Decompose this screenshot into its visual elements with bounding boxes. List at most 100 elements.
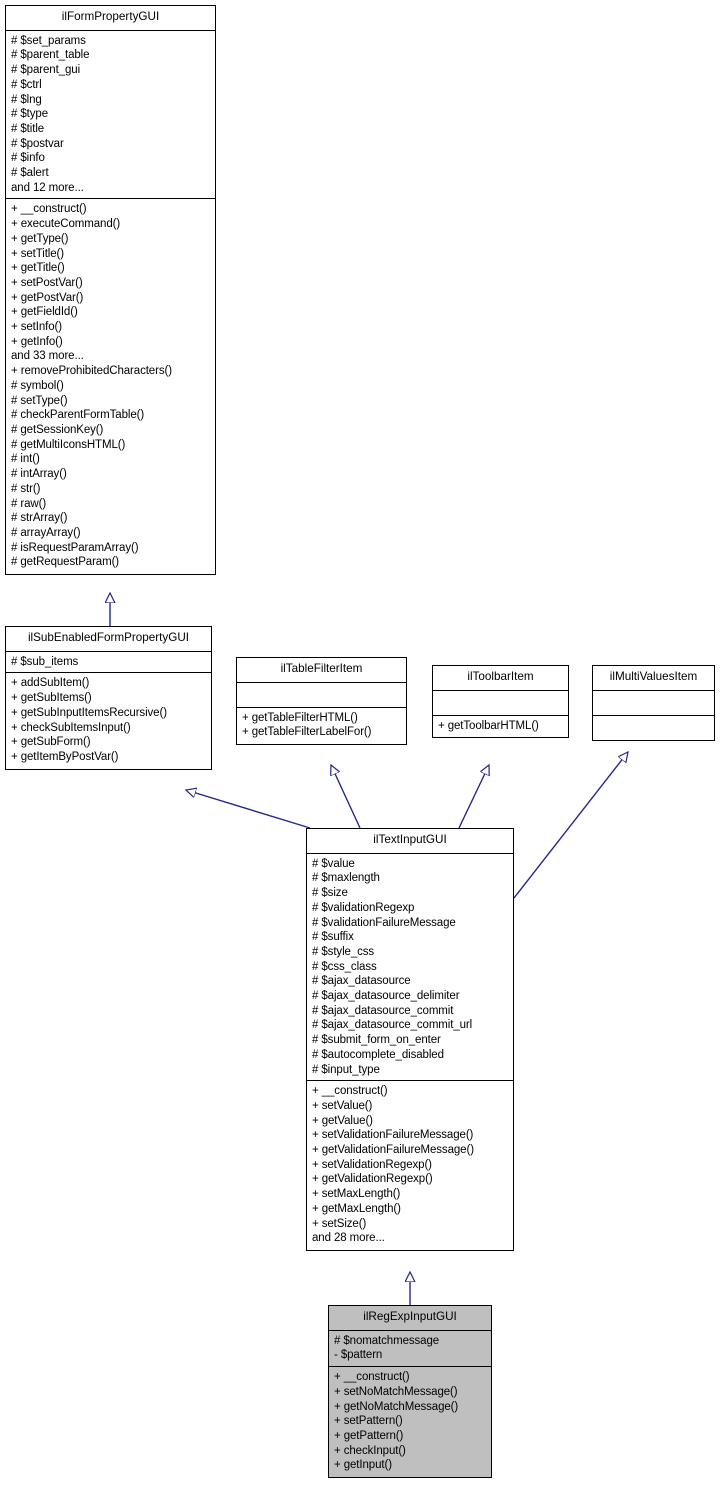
class-member: + getMaxLength(): [312, 1202, 401, 1215]
class-member: + getItemByPostVar(): [11, 750, 119, 763]
class-member: # $nomatchmessage: [334, 1334, 440, 1347]
class-name-ilFormPropertyGUI: ilFormPropertyGUI: [6, 6, 215, 31]
class-operations-ilTextInputGUI: + __construct()+ setValue() + getValue() +…: [307, 1081, 513, 1250]
class-member: # getRequestParam(): [11, 556, 120, 569]
class-member: and 12 more...: [11, 181, 84, 194]
class-member: # $lng: [11, 93, 42, 106]
class-member: + setTitle(): [11, 247, 65, 260]
class-box-ilRegExpInputGUI[interactable]: ilRegExpInputGUI # $nomatchmessage - $pat…: [328, 1305, 492, 1479]
class-member: + removeProhibitedCharacters(): [11, 365, 172, 378]
class-member: - $pattern: [334, 1349, 383, 1362]
class-member: # arrayArray(): [11, 526, 81, 539]
class-name-ilTableFilterItem: ilTableFilterItem: [237, 658, 406, 683]
relation-ilTextInputGUI-to-ilTableFilterItem: [331, 765, 361, 829]
class-member: # getMultiIconsHTML(): [11, 438, 126, 451]
class-member: + getValidationFailureMessage(): [312, 1144, 474, 1157]
class-box-ilTableFilterItem[interactable]: ilTableFilterItem + getTableFilterHTML()…: [236, 657, 407, 746]
class-member: # getSessionKey(): [11, 423, 104, 436]
class-member: # symbol(): [11, 379, 64, 392]
class-attributes-ilToolbarItem: [433, 691, 568, 716]
class-attributes-ilRegExpInputGUI: # $nomatchmessage - $pattern: [329, 1331, 491, 1368]
class-member: + getTableFilterHTML(): [242, 711, 358, 724]
class-member: # setType(): [11, 394, 68, 407]
class-member: + setNoMatchMessage(): [334, 1385, 458, 1398]
class-attributes-ilTextInputGUI: # $value# $maxlength# $size# $validation…: [307, 854, 513, 1082]
class-member: + getTableFilterLabelFor(): [242, 726, 372, 739]
class-box-ilToolbarItem[interactable]: ilToolbarItem + getToolbarHTML(): [432, 665, 569, 739]
class-member: and 33 more...: [11, 350, 84, 363]
class-member: # $parent_table: [11, 49, 90, 62]
class-box-ilMultiValuesItem[interactable]: ilMultiValuesItem: [592, 665, 715, 741]
class-member: + getInfo(): [11, 335, 63, 348]
class-member: # $sub_items: [11, 655, 79, 668]
class-member: # $autocomplete_disabled: [312, 1048, 444, 1061]
class-member: + getSubItems(): [11, 692, 92, 705]
class-name-ilSubEnabledFormPropertyGUI: ilSubEnabledFormPropertyGUI: [6, 627, 211, 652]
class-member: # $info: [11, 152, 45, 165]
class-member: + setSize(): [312, 1217, 367, 1230]
class-member: + __construct(): [312, 1085, 388, 1098]
class-member: # strArray(): [11, 512, 68, 525]
class-member: # $ajax_datasource: [312, 975, 411, 988]
class-member: + getPattern(): [334, 1429, 404, 1442]
class-member: # $ajax_datasource_delimiter: [312, 990, 460, 1003]
class-member: # $parent_gui: [11, 64, 81, 77]
class-box-ilTextInputGUI[interactable]: ilTextInputGUI # $value # $maxlength # $si…: [306, 828, 514, 1251]
class-member: # $postvar: [11, 137, 64, 150]
class-member: + getInput(): [334, 1459, 392, 1472]
class-member: # $title: [11, 122, 45, 135]
class-member: + setValidationRegexp(): [312, 1158, 432, 1171]
class-name-ilMultiValuesItem: ilMultiValuesItem: [593, 666, 714, 691]
relation-ilTextInputGUI-to-ilSubEnabledFormPropertyGUI: [186, 790, 311, 829]
class-member: + getToolbarHTML(): [438, 719, 539, 732]
class-member: # $css_class: [312, 960, 377, 973]
class-member: + __construct(): [11, 203, 87, 216]
class-operations-ilTableFilterItem: + getTableFilterHTML() + getTableFilterLa…: [237, 708, 406, 744]
class-member: + checkInput(): [334, 1444, 406, 1457]
class-box-ilSubEnabledFormPropertyGUI[interactable]: ilSubEnabledFormPropertyGUI # $sub_items…: [5, 626, 212, 770]
class-member: # $suffix: [312, 931, 354, 944]
class-member: # $ajax_datasource_commit: [312, 1004, 454, 1017]
class-member: # $set_params: [11, 34, 86, 47]
relation-ilTextInputGUI-to-ilToolbarItem: [458, 765, 489, 829]
class-member: + getSubForm(): [11, 736, 91, 749]
class-member: # $maxlength: [312, 872, 380, 885]
class-member: # $alert: [11, 167, 49, 180]
class-member: and 28 more...: [312, 1232, 385, 1245]
class-member: # str(): [11, 482, 41, 495]
class-member: # $validationFailureMessage: [312, 916, 456, 929]
class-member: + checkSubItemsInput(): [11, 721, 131, 734]
class-member: + getPostVar(): [11, 291, 84, 304]
class-member: # isRequestParamArray(): [11, 541, 139, 554]
class-operations-ilToolbarItem: + getToolbarHTML(): [433, 716, 568, 738]
class-member: + getType(): [11, 232, 69, 245]
class-operations-ilRegExpInputGUI: + __construct()+ setNoMatchMessage() + ge…: [329, 1367, 491, 1477]
class-name-ilTextInputGUI: ilTextInputGUI: [307, 829, 513, 854]
class-operations-ilFormPropertyGUI: + __construct()+ executeCommand()+ getTy…: [6, 199, 215, 574]
class-box-ilFormPropertyGUI[interactable]: ilFormPropertyGUI # $set_params # $parent…: [5, 5, 216, 576]
class-member: + setMaxLength(): [312, 1188, 401, 1201]
class-member: # $style_css: [312, 945, 375, 958]
class-member: # $value: [312, 857, 355, 870]
class-name-ilToolbarItem: ilToolbarItem: [433, 666, 568, 691]
class-member: + getNoMatchMessage(): [334, 1400, 459, 1413]
class-member: + getValue(): [312, 1114, 373, 1127]
class-attributes-ilFormPropertyGUI: # $set_params # $parent_table # $parent_gu…: [6, 31, 215, 200]
class-member: + __construct(): [334, 1371, 410, 1384]
class-member: # checkParentFormTable(): [11, 409, 145, 422]
class-member: + setInfo(): [11, 321, 62, 334]
class-attributes-ilTableFilterItem: [237, 683, 406, 708]
class-member: + getSubInputItemsRecursive(): [11, 706, 167, 719]
class-member: # $submit_form_on_enter: [312, 1034, 441, 1047]
class-member: + setValue(): [312, 1099, 373, 1112]
class-member: + setValidationFailureMessage(): [312, 1129, 474, 1142]
class-member: # $size: [312, 887, 348, 900]
class-member: # $input_type: [312, 1063, 380, 1076]
class-member: + addSubItem(): [11, 677, 90, 690]
class-member: # $ctrl: [11, 78, 42, 91]
class-member: + setPostVar(): [11, 276, 83, 289]
class-member: # $type: [11, 108, 49, 121]
class-member: # $validationRegexp: [312, 901, 415, 914]
class-name-ilRegExpInputGUI: ilRegExpInputGUI: [329, 1306, 491, 1331]
